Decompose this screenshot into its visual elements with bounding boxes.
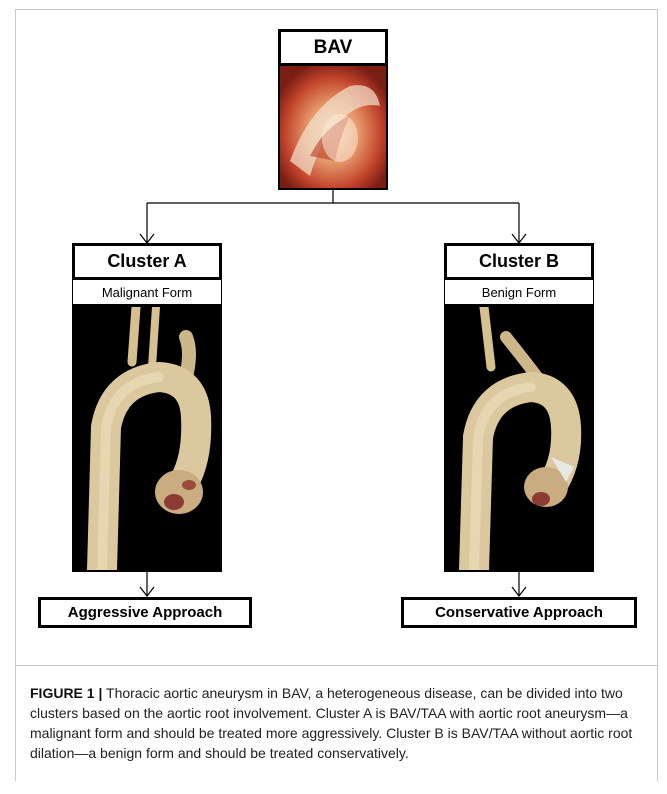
cluster-a-outcome: Aggressive Approach: [68, 604, 223, 621]
cluster-b-title: Cluster B: [479, 251, 559, 272]
bav-title-box: BAV: [278, 29, 388, 66]
bav-title: BAV: [314, 37, 353, 59]
cluster-b-subtitle-box: Benign Form: [444, 279, 594, 305]
cluster-a-outcome-box: Aggressive Approach: [38, 597, 252, 628]
figure-caption: FIGURE 1 | Thoracic aortic aneurysm in B…: [30, 683, 650, 763]
cluster-a-subtitle: Malignant Form: [102, 285, 192, 300]
caption-label: FIGURE 1 |: [30, 685, 102, 701]
cluster-b-title-box: Cluster B: [444, 243, 594, 280]
cluster-b-outcome-box: Conservative Approach: [401, 597, 637, 628]
cluster-a-title: Cluster A: [107, 251, 186, 272]
cluster-a-aorta-image: [72, 305, 222, 572]
cluster-b-outcome: Conservative Approach: [435, 604, 603, 621]
cluster-b-subtitle: Benign Form: [482, 285, 556, 300]
cluster-a-subtitle-box: Malignant Form: [72, 279, 222, 305]
bav-valve-image: [278, 64, 388, 190]
cluster-b-aorta-image: [444, 305, 594, 572]
cluster-a-title-box: Cluster A: [72, 243, 222, 280]
caption-text: Thoracic aortic aneurysm in BAV, a heter…: [30, 685, 632, 761]
